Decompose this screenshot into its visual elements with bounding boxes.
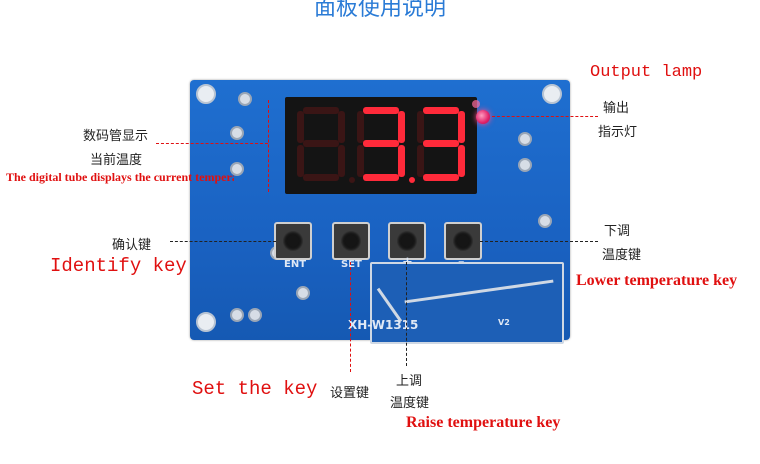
set-cn-label: 设置键 <box>330 386 370 401</box>
seven-segment-display <box>285 97 477 194</box>
led-glow <box>472 100 480 108</box>
set-silk-label: SET <box>341 259 362 270</box>
display-digit <box>357 107 405 181</box>
solder-pad <box>518 132 532 146</box>
display-digit <box>417 107 465 181</box>
set-en-label: Set the key <box>192 378 318 400</box>
output-lamp-cn-label-1: 输出 <box>603 101 630 116</box>
display-leader <box>156 143 268 144</box>
solder-pad <box>230 162 244 176</box>
lower-cn-label-1: 下调 <box>604 224 631 239</box>
lower-leader <box>480 241 598 242</box>
raise-leader <box>406 262 407 366</box>
display-bracket <box>268 100 269 192</box>
lower-en-label: Lower temperature key <box>576 272 738 289</box>
output-lamp-en-label: Output lamp <box>590 63 703 82</box>
ent-silk-label: ENT <box>284 259 307 270</box>
identify-leader <box>170 241 276 242</box>
model-label: XH-W1315 <box>348 318 419 332</box>
solder-pad <box>296 286 310 300</box>
solder-pad <box>538 214 552 228</box>
solder-pad <box>518 158 532 172</box>
ent-button[interactable] <box>274 222 312 260</box>
set-leader <box>350 262 351 372</box>
raise-en-label: Raise temperature key <box>406 414 561 431</box>
set-button[interactable] <box>332 222 370 260</box>
mount-hole <box>542 84 562 104</box>
mount-hole <box>196 312 216 332</box>
solder-pad <box>230 308 244 322</box>
display-cn-label-2: 当前温度 <box>90 153 143 168</box>
display-cn-label-1: 数码管显示 <box>83 129 149 144</box>
lower-cn-label-2: 温度键 <box>602 248 642 263</box>
identify-cn-label: 确认键 <box>112 238 152 253</box>
plus-button[interactable] <box>388 222 426 260</box>
output-led <box>476 110 490 124</box>
display-digit <box>297 107 345 181</box>
mount-hole <box>196 84 216 104</box>
solder-pad <box>230 126 244 140</box>
relay-module <box>370 262 564 344</box>
identify-en-label: Identify key <box>50 255 187 277</box>
raise-cn-label-1: 上调 <box>396 374 423 389</box>
output-lamp-leader <box>492 116 598 117</box>
page-title: 面板使用说明 <box>313 0 446 21</box>
relay-mark: V2 <box>498 318 510 327</box>
display-en-label: The digital tube displays the current te… <box>6 170 234 184</box>
solder-pad <box>248 308 262 322</box>
output-lamp-cn-label-2: 指示灯 <box>598 125 638 140</box>
raise-cn-label-2: 温度键 <box>390 396 430 411</box>
solder-pad <box>238 92 252 106</box>
